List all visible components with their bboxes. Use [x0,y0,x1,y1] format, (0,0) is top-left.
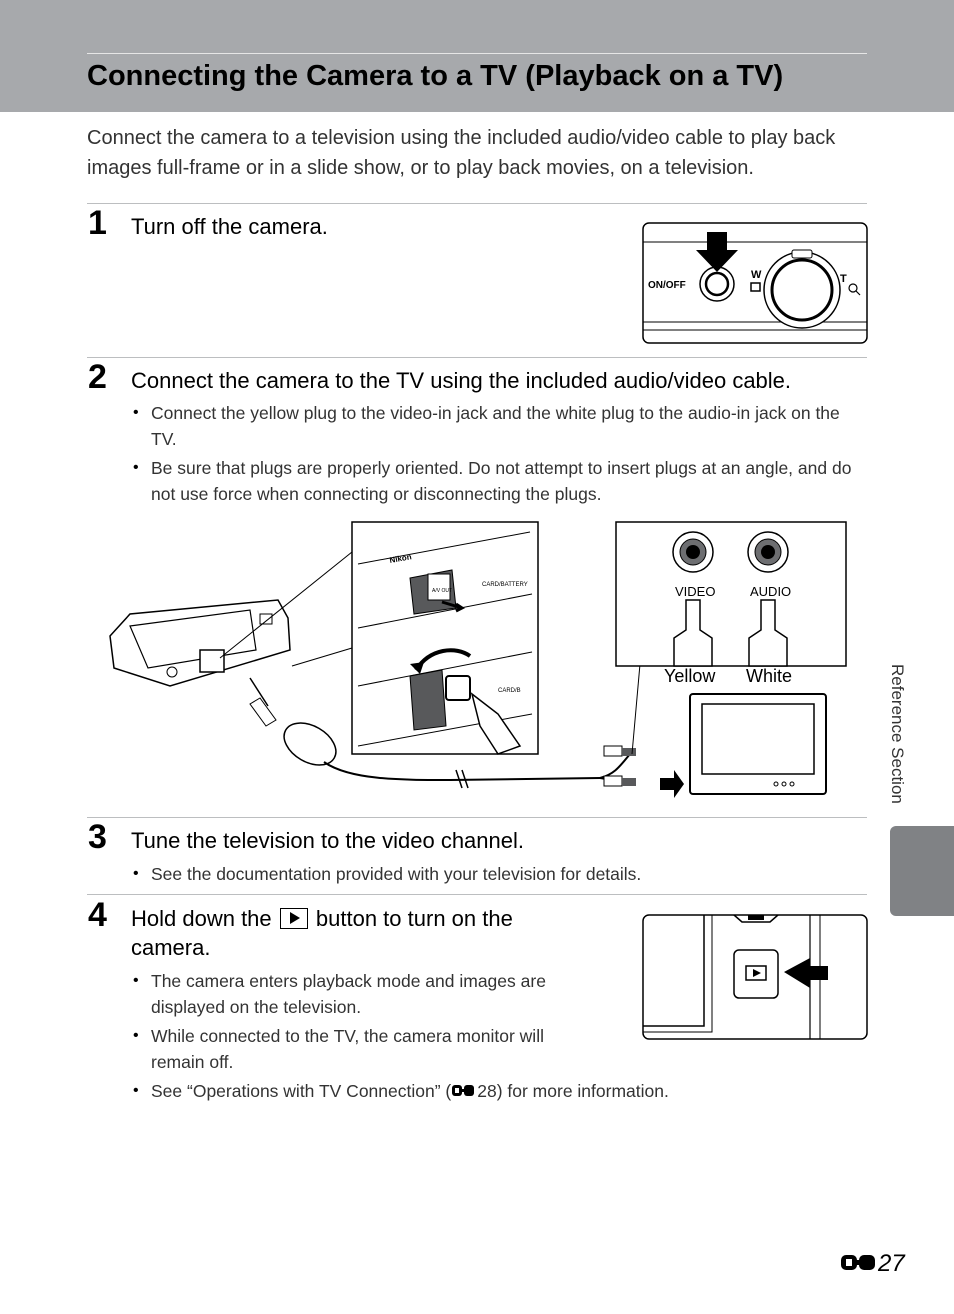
tv-connection-illustration: Nikon A/V OUT CARD/BATTERY CARD/B VIDEO … [109,521,847,798]
bullet: Connect the yellow plug to the video-in … [131,400,861,452]
card-label: CARD/B [498,688,521,694]
playback-button-illustration [642,914,868,1040]
play-icon [279,908,308,929]
white-label: White [746,666,792,686]
card-battery-label: CARD/BATTERY [482,582,528,588]
step-bullets: The camera enters playback mode and imag… [131,968,601,1078]
step-title: Tune the television to the video channel… [131,828,525,853]
step-number: 3 [88,818,107,856]
av-out-label: A/V OUT [432,588,452,594]
step-number: 4 [88,896,107,934]
video-label: VIDEO [675,584,715,599]
divider [87,357,867,358]
bullet: See the documentation provided with your… [131,861,861,887]
section-tab [890,826,954,916]
reference-section-icon [841,1255,875,1270]
wide-label: W [751,269,762,281]
yellow-label: Yellow [664,666,716,686]
bullet: The camera enters playback mode and imag… [131,968,601,1020]
header-band [0,0,954,112]
tele-label: T [840,273,847,285]
divider [87,203,867,204]
bullet: Be sure that plugs are properly oriented… [131,455,861,507]
ref-text-after: ) for more information. [496,1081,669,1101]
step-bullets: Connect the yellow plug to the video-in … [131,400,861,510]
divider [87,894,867,895]
brand-label: Nikon [389,552,413,565]
reference-bullet: See “Operations with TV Connection” ( 28)… [131,1078,861,1107]
bullet: While connected to the TV, the camera mo… [131,1023,601,1075]
intro-paragraph: Connect the camera to a television using… [87,127,836,179]
step-title-after: button to turn on the camera. [131,906,513,960]
bullet: See “Operations with TV Connection” ( 28)… [131,1078,861,1104]
audio-label: AUDIO [750,584,791,599]
step-number: 1 [88,204,107,242]
ref-text-before: See “Operations with TV Connection” ( [151,1081,452,1101]
page-number: 27 [840,1250,905,1278]
step-title: Connect the camera to the TV using the i… [131,368,792,393]
side-section-label: Reference Section [888,664,907,804]
power-button-illustration: ON/OFF W T [642,222,868,344]
step-number: 2 [88,358,107,396]
step-title: Turn off the camera. [131,214,328,239]
step-title: Hold down the button to turn on the came… [131,904,591,962]
page-title: Connecting the Camera to a TV (Playback … [87,60,784,92]
ref-page[interactable]: 28 [477,1081,497,1101]
reference-section-icon [452,1085,475,1096]
step-bullets: See the documentation provided with your… [131,861,861,890]
step-title-before: Hold down the [131,906,272,931]
divider [87,817,867,818]
header-rule [87,53,867,54]
on-off-label: ON/OFF [648,280,686,291]
